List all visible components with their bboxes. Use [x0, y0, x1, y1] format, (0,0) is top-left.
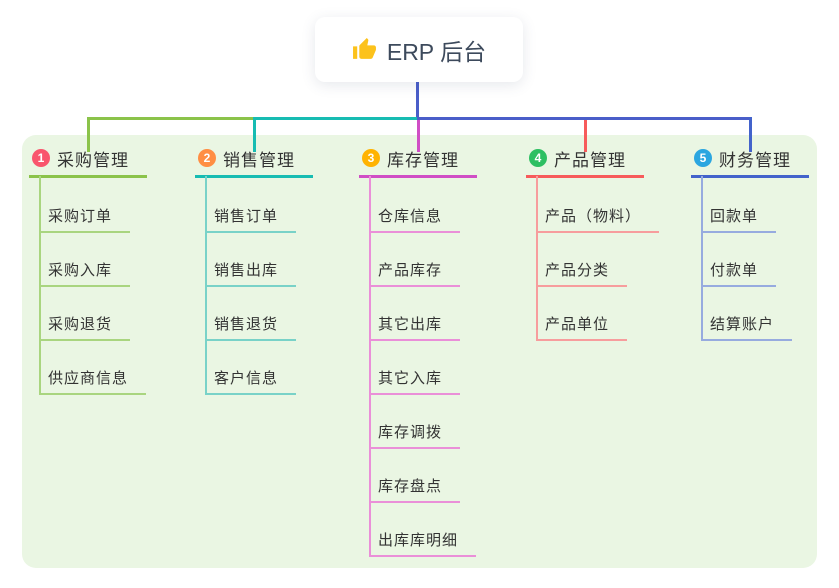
child-node[interactable]: 供应商信息	[39, 369, 147, 395]
thumbs-up-icon	[352, 38, 376, 59]
child-node[interactable]: 付款单	[701, 261, 777, 287]
branch-header-2[interactable]: 2 销售管理	[195, 147, 313, 178]
branch-label: 销售管理	[223, 150, 295, 170]
branch-1-drop-line	[87, 117, 90, 152]
child-node[interactable]: 产品（物料）	[536, 207, 660, 233]
child-node[interactable]: 销售订单	[205, 207, 297, 233]
branch-3-drop-line	[417, 120, 420, 152]
branch-number-badge: 1	[32, 149, 50, 167]
branch-label: 采购管理	[57, 150, 129, 170]
bus-segment-green	[87, 117, 255, 120]
child-node[interactable]: 产品分类	[536, 261, 628, 287]
child-node[interactable]: 采购订单	[39, 207, 131, 233]
bus-segment-blue	[417, 117, 752, 120]
child-node[interactable]: 采购退货	[39, 315, 131, 341]
branch-header-3[interactable]: 3 库存管理	[359, 147, 477, 178]
bus-segment-teal	[253, 117, 419, 120]
branch-2-drop-line	[253, 117, 256, 152]
branch-number-badge: 5	[694, 149, 712, 167]
child-node[interactable]: 产品单位	[536, 315, 628, 341]
child-node[interactable]: 回款单	[701, 207, 777, 233]
branch-4-tree-line	[536, 176, 538, 341]
branch-number-badge: 4	[529, 149, 547, 167]
child-node[interactable]: 其它入库	[369, 369, 461, 395]
branch-5-drop-line	[749, 117, 752, 152]
branch-header-4[interactable]: 4 产品管理	[526, 147, 644, 178]
root-node-erp[interactable]: ERP 后台	[315, 17, 523, 82]
branch-header-1[interactable]: 1 采购管理	[29, 147, 147, 178]
mindmap-background-panel	[22, 135, 817, 568]
child-node[interactable]: 其它出库	[369, 315, 461, 341]
branch-3-tree-line	[369, 176, 371, 557]
child-node[interactable]: 出库库明细	[369, 531, 477, 557]
branch-5-tree-line	[701, 176, 703, 341]
child-node[interactable]: 库存调拨	[369, 423, 461, 449]
branch-label: 库存管理	[387, 150, 459, 170]
child-node[interactable]: 结算账户	[701, 315, 793, 341]
child-node[interactable]: 产品库存	[369, 261, 461, 287]
branch-label: 财务管理	[719, 150, 791, 170]
child-node[interactable]: 客户信息	[205, 369, 297, 395]
child-node[interactable]: 库存盘点	[369, 477, 461, 503]
child-node[interactable]: 销售出库	[205, 261, 297, 287]
branch-label: 产品管理	[554, 150, 626, 170]
child-node[interactable]: 销售退货	[205, 315, 297, 341]
child-node[interactable]: 仓库信息	[369, 207, 461, 233]
root-node-title: ERP 后台	[386, 38, 487, 65]
child-node[interactable]: 采购入库	[39, 261, 131, 287]
branch-number-badge: 3	[362, 149, 380, 167]
branch-header-5[interactable]: 5 财务管理	[691, 147, 809, 178]
branch-number-badge: 2	[198, 149, 216, 167]
root-connector-line	[416, 82, 419, 118]
branch-4-drop-line	[584, 120, 587, 152]
